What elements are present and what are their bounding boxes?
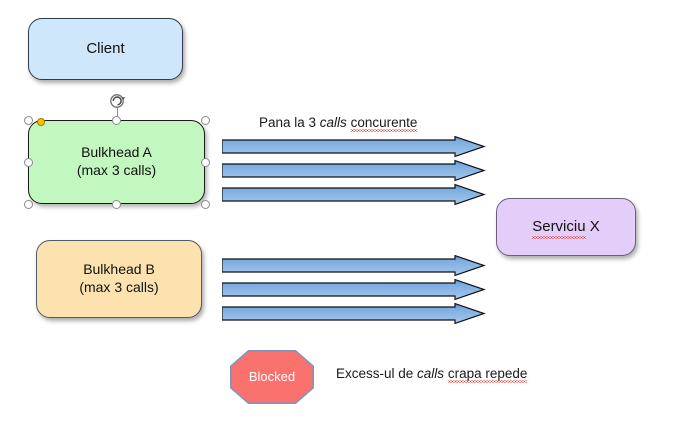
resize-handle-middle-right[interactable] [200,157,210,167]
arrow-row [222,183,486,206]
label-concurrent-part1: Pana la 3 [259,115,320,130]
resize-handle-bottom-center[interactable] [112,199,121,209]
blocked-node[interactable]: Blocked [230,350,314,404]
arrow-row [222,255,486,277]
service-x-node[interactable]: Serviciu X [496,198,636,256]
client-node[interactable]: Client [28,18,183,80]
rotate-icon[interactable] [109,92,127,110]
bulkhead-a-node[interactable]: Bulkhead A (max 3 calls) [28,120,205,204]
bulkhead-b-label-line2: (max 3 calls) [79,279,159,295]
label-concurrent-italic: calls [319,115,347,130]
label-excess-misspelled: crapa repede [447,366,528,383]
client-label: Client [86,40,125,58]
resize-handle-top-center[interactable] [112,115,121,125]
arrow-row [222,302,486,325]
arrow-group-top [222,136,486,206]
bulkhead-a-label-line2: (max 3 calls) [76,162,157,178]
resize-handle-top-left[interactable] [23,115,33,125]
arrow-row [222,136,486,158]
resize-handle-middle-left[interactable] [23,157,33,167]
service-x-label-rest: X [585,218,600,236]
adjust-handle[interactable] [37,118,45,126]
rotate-handle-stem [116,108,118,121]
arrow-group-bottom [222,255,486,325]
resize-handle-top-right[interactable] [200,115,210,125]
label-concurrent-calls: Pana la 3 calls concurente [259,115,418,132]
label-excess-calls: Excess-ul de calls crapa repede [336,366,528,383]
resize-handle-bottom-left[interactable] [23,199,33,209]
arrow-row [222,278,486,301]
bulkhead-b-node[interactable]: Bulkhead B (max 3 calls) [36,240,202,318]
label-excess-italic: calls [417,366,445,381]
resize-handle-bottom-right[interactable] [200,199,210,209]
service-x-label-misspelled: Serviciu [532,218,586,239]
bulkhead-b-label-line1: Bulkhead B [83,261,155,278]
label-excess-part1: Excess-ul de [336,366,418,381]
bulkhead-a-label-line1: Bulkhead A [81,144,152,161]
label-concurrent-misspelled: concurente [350,115,418,132]
blocked-label: Blocked [248,368,296,384]
service-x-label: Serviciu X [532,217,600,239]
arrow-row [222,159,486,182]
